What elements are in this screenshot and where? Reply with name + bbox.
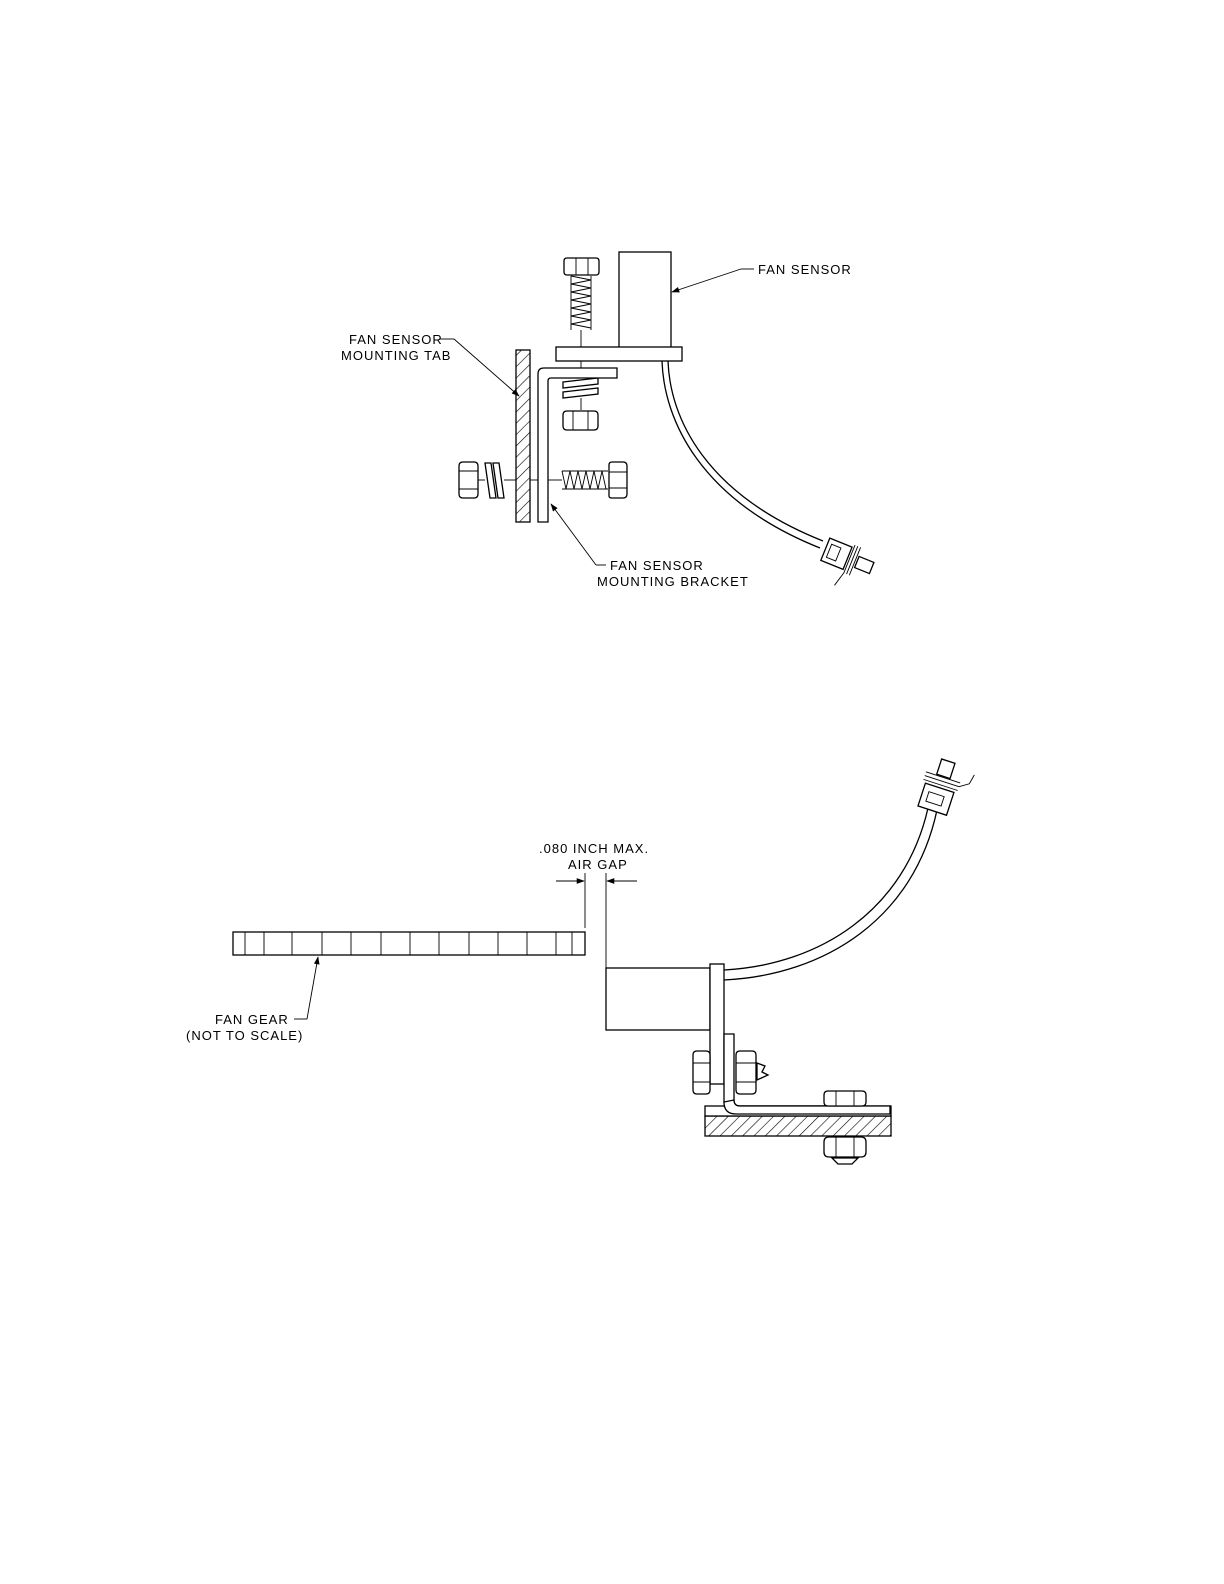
bracket-nut-right [736, 1051, 768, 1094]
label-air-gap-1: .080 INCH MAX. [539, 841, 649, 856]
label-mounting-tab-1: FAN SENSOR [349, 332, 443, 347]
foot-nut [824, 1137, 866, 1164]
hex-nut-top [563, 411, 598, 430]
label-mounting-bracket-2: MOUNTING BRACKET [597, 574, 749, 589]
horizontal-bolt-head [609, 462, 627, 498]
sensor-flange [556, 347, 682, 361]
mounting-tab [516, 350, 530, 522]
sensor-connector-side [915, 756, 976, 820]
label-fan-gear-1: FAN GEAR [215, 1012, 289, 1027]
foot-bolt-head [824, 1091, 866, 1106]
installed-side-view: .080 INCH MAX. AIR GAP FAN GEAR (NOT TO … [186, 756, 976, 1164]
leader-fan-sensor [672, 269, 741, 292]
leader-mounting-tab [454, 339, 519, 396]
lock-washer-left [485, 463, 504, 498]
sensor-flange-side [710, 964, 724, 1084]
leader-fan-gear [307, 957, 318, 1019]
top-bolt-threads [571, 276, 591, 330]
label-mounting-bracket-1: FAN SENSOR [610, 558, 704, 573]
fan-sensor-body-side [606, 968, 710, 1030]
sensor-connector-top [814, 535, 877, 595]
sensor-cable-top [662, 361, 823, 548]
leader-mounting-bracket [551, 504, 596, 565]
fan-sensor-body [619, 252, 671, 348]
mounting-tab-side [705, 1116, 891, 1136]
label-fan-sensor: FAN SENSOR [758, 262, 852, 277]
top-bolt-head [564, 258, 599, 275]
exploded-assembly-view: FAN SENSOR FAN SENSOR MOUNTING TAB FAN S… [341, 252, 877, 596]
label-fan-gear-2: (NOT TO SCALE) [186, 1028, 303, 1043]
sensor-cable-side [724, 808, 937, 980]
label-mounting-tab-2: MOUNTING TAB [341, 348, 451, 363]
horizontal-bolt-threads [562, 471, 608, 489]
lock-washer-top [563, 378, 598, 398]
label-air-gap-2: AIR GAP [568, 857, 628, 872]
fan-gear [233, 932, 585, 955]
hex-nut-left [459, 462, 478, 498]
bracket-bolt-head-left [693, 1051, 710, 1094]
